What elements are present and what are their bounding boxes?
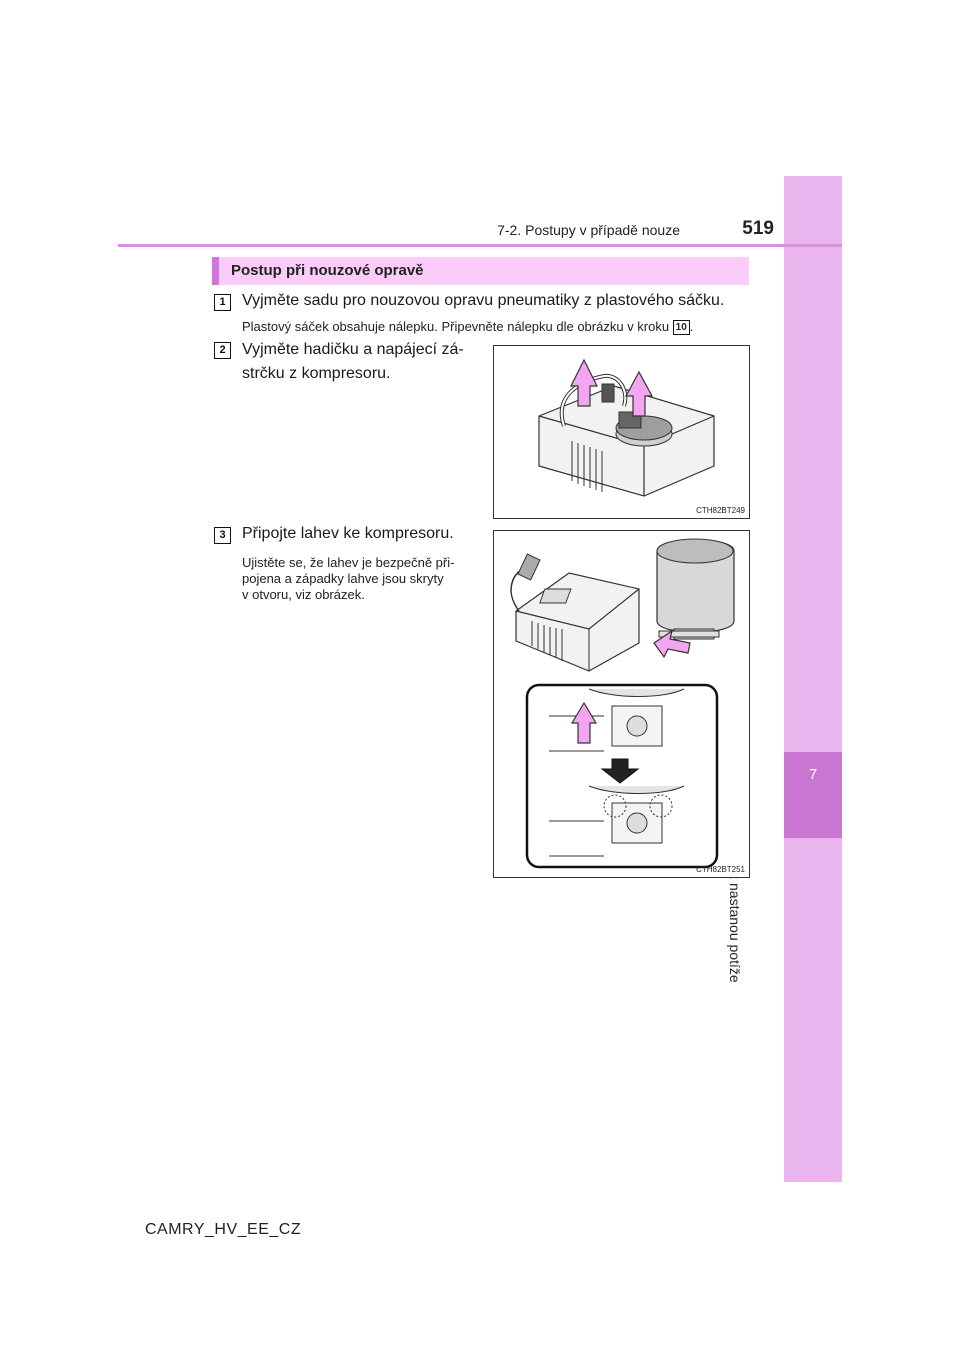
step-3-text: Připojte lahev ke kompresoru. xyxy=(242,525,454,542)
figure-compressor-hose: CTH82BT249 xyxy=(493,345,750,519)
step-2-marker: 2 xyxy=(214,342,231,359)
step-2-text-line2: strčku z kompresoru. xyxy=(242,365,391,382)
step-3-note-line1: Ujistěte se, že lahev je bezpečně při- xyxy=(242,555,455,570)
chapter-number-tab[interactable] xyxy=(784,752,842,838)
page-number: 519 xyxy=(742,218,774,239)
document-code: CAMRY_HV_EE_CZ xyxy=(145,1221,302,1238)
figure-code: CTH82BT249 xyxy=(696,506,745,515)
section-title: Postup při nouzové opravě xyxy=(231,262,424,279)
running-header: 7-2. Postupy v případě nouze xyxy=(497,222,680,238)
section-title-bar: Postup při nouzové opravě xyxy=(212,257,749,285)
figure-code: CTH82BT251 xyxy=(696,865,745,874)
figure-bottle-connection: CTH82BT251 xyxy=(493,530,750,878)
arrow-down-icon xyxy=(600,758,640,784)
step-ref-10[interactable]: 10 xyxy=(672,320,690,336)
bottle-illustration xyxy=(510,538,735,869)
arrow-up-icon xyxy=(570,701,598,744)
compressor-illustration xyxy=(538,358,715,497)
step-2-text: Vyjměte hadičku a napájecí zá- strčku z … xyxy=(242,338,488,386)
step-1-note: Plastový sáček obsahuje nálepku. Připevn… xyxy=(242,319,694,336)
arrow-up-icon xyxy=(624,370,654,417)
header-rule xyxy=(118,244,842,247)
step-2-text-line1: Vyjměte hadičku a napájecí zá- xyxy=(242,341,464,358)
step-3-note: Ujistěte se, že lahev je bezpečně při- p… xyxy=(242,555,488,603)
step-3-note-line2: pojena a západky lahve jsou skryty xyxy=(242,571,444,586)
chapter-side-tab xyxy=(784,176,842,1182)
step-1-marker: 1 xyxy=(214,294,231,311)
step-3-marker: 3 xyxy=(214,527,231,544)
arrow-up-icon xyxy=(570,358,598,407)
step-3-note-line3: v otvoru, viz obrázek. xyxy=(242,587,365,602)
step-1-note-end: . xyxy=(689,319,694,334)
chapter-number: 7 xyxy=(808,766,818,783)
arrow-left-icon xyxy=(653,629,691,659)
step-1-text: Vyjměte sadu pro nouzovou opravu pneumat… xyxy=(242,292,725,309)
step-1-note-text: Plastový sáček obsahuje nálepku. Připevn… xyxy=(242,319,670,334)
